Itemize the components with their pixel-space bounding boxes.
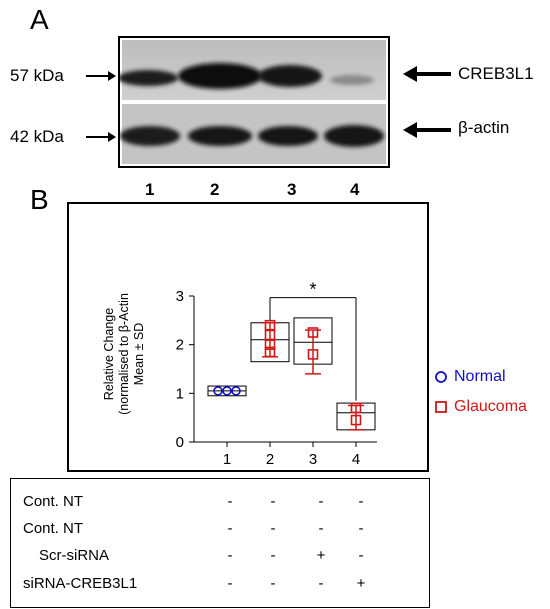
condition-cell: - xyxy=(318,520,324,537)
condition-cell: + xyxy=(316,547,326,564)
y-tick-label: 2 xyxy=(176,337,184,354)
marker-42kda: 42 kDa xyxy=(10,127,64,146)
condition-row-label: siRNA-CREB3L1 xyxy=(23,575,138,592)
condition-cell: + xyxy=(356,575,366,592)
lane-label: 4 xyxy=(350,180,360,199)
x-tick-label: 2 xyxy=(266,451,274,468)
legend-glaucoma: Glaucoma xyxy=(434,398,527,416)
data-point xyxy=(264,346,276,358)
condition-cell: - xyxy=(227,520,233,537)
band-creb3l1-lane2 xyxy=(178,63,262,89)
arrow-left-icon xyxy=(403,66,451,82)
data-point xyxy=(222,386,232,396)
condition-cell: - xyxy=(270,520,276,537)
y-tick-label: 1 xyxy=(176,385,184,402)
significance-star: * xyxy=(309,280,316,300)
band-actin-lane3 xyxy=(258,126,318,146)
band-creb3l1-lane4 xyxy=(330,75,374,85)
circle-marker-icon xyxy=(435,371,447,383)
condition-cell: - xyxy=(318,493,324,510)
condition-cell: - xyxy=(227,547,233,564)
data-point xyxy=(307,349,319,360)
lane-label: 1 xyxy=(145,180,155,199)
protein-creb3l1: CREB3L1 xyxy=(458,64,534,83)
condition-cell: - xyxy=(318,575,324,592)
conditions-table: Cont. NT Cont. NT Scr-siRNA siRNA-CREB3L… xyxy=(10,478,430,608)
band-actin-lane4 xyxy=(324,125,384,147)
y-axis-label: Mean ± SD xyxy=(132,323,146,385)
data-point xyxy=(307,327,319,338)
legend-normal-label: Normal xyxy=(454,368,506,385)
band-creb3l1-lane3 xyxy=(258,65,322,87)
x-tick-label: 1 xyxy=(223,451,231,468)
condition-cell: - xyxy=(270,547,276,564)
x-tick-label: 4 xyxy=(352,451,360,468)
condition-row-label: Cont. NT xyxy=(23,520,84,537)
lane-label: 2 xyxy=(210,180,220,199)
band-actin-lane1 xyxy=(120,126,180,146)
legend-normal: Normal xyxy=(434,368,506,386)
blot-bands xyxy=(118,40,386,164)
condition-row-label: Scr-siRNA xyxy=(39,547,109,564)
data-point xyxy=(213,386,223,396)
condition-row-label: Cont. NT xyxy=(23,493,84,510)
arrow-right-icon xyxy=(86,71,116,81)
condition-cell: - xyxy=(358,547,364,564)
x-tick-label: 3 xyxy=(309,451,317,468)
condition-cell: - xyxy=(270,575,276,592)
arrow-left-icon xyxy=(403,122,451,138)
square-marker-icon xyxy=(435,401,447,413)
western-blot-image xyxy=(118,36,390,168)
panel-a-label: A xyxy=(30,4,49,35)
condition-cell: - xyxy=(227,493,233,510)
band-actin-lane2 xyxy=(188,126,252,146)
marker-57kda: 57 kDa xyxy=(10,66,64,85)
data-point xyxy=(231,386,241,396)
arrow-right-icon xyxy=(86,132,116,142)
y-tick-label: 0 xyxy=(176,434,184,451)
condition-cell: - xyxy=(358,493,364,510)
lane-label: 3 xyxy=(287,180,297,199)
data-point xyxy=(350,402,362,414)
band-creb3l1-lane1 xyxy=(118,70,178,86)
condition-cell: - xyxy=(270,493,276,510)
y-axis-label: Relative Change xyxy=(102,308,116,400)
legend-glaucoma-label: Glaucoma xyxy=(454,398,527,415)
panel-b-label: B xyxy=(30,184,49,215)
data-point xyxy=(264,339,276,350)
condition-cell: - xyxy=(358,520,364,537)
protein-beta-actin: β-actin xyxy=(458,118,510,137)
y-tick-label: 3 xyxy=(176,288,184,305)
condition-cell: - xyxy=(227,575,233,592)
data-point xyxy=(350,414,362,426)
y-axis-label: (normalised to β-Actin xyxy=(117,293,131,415)
